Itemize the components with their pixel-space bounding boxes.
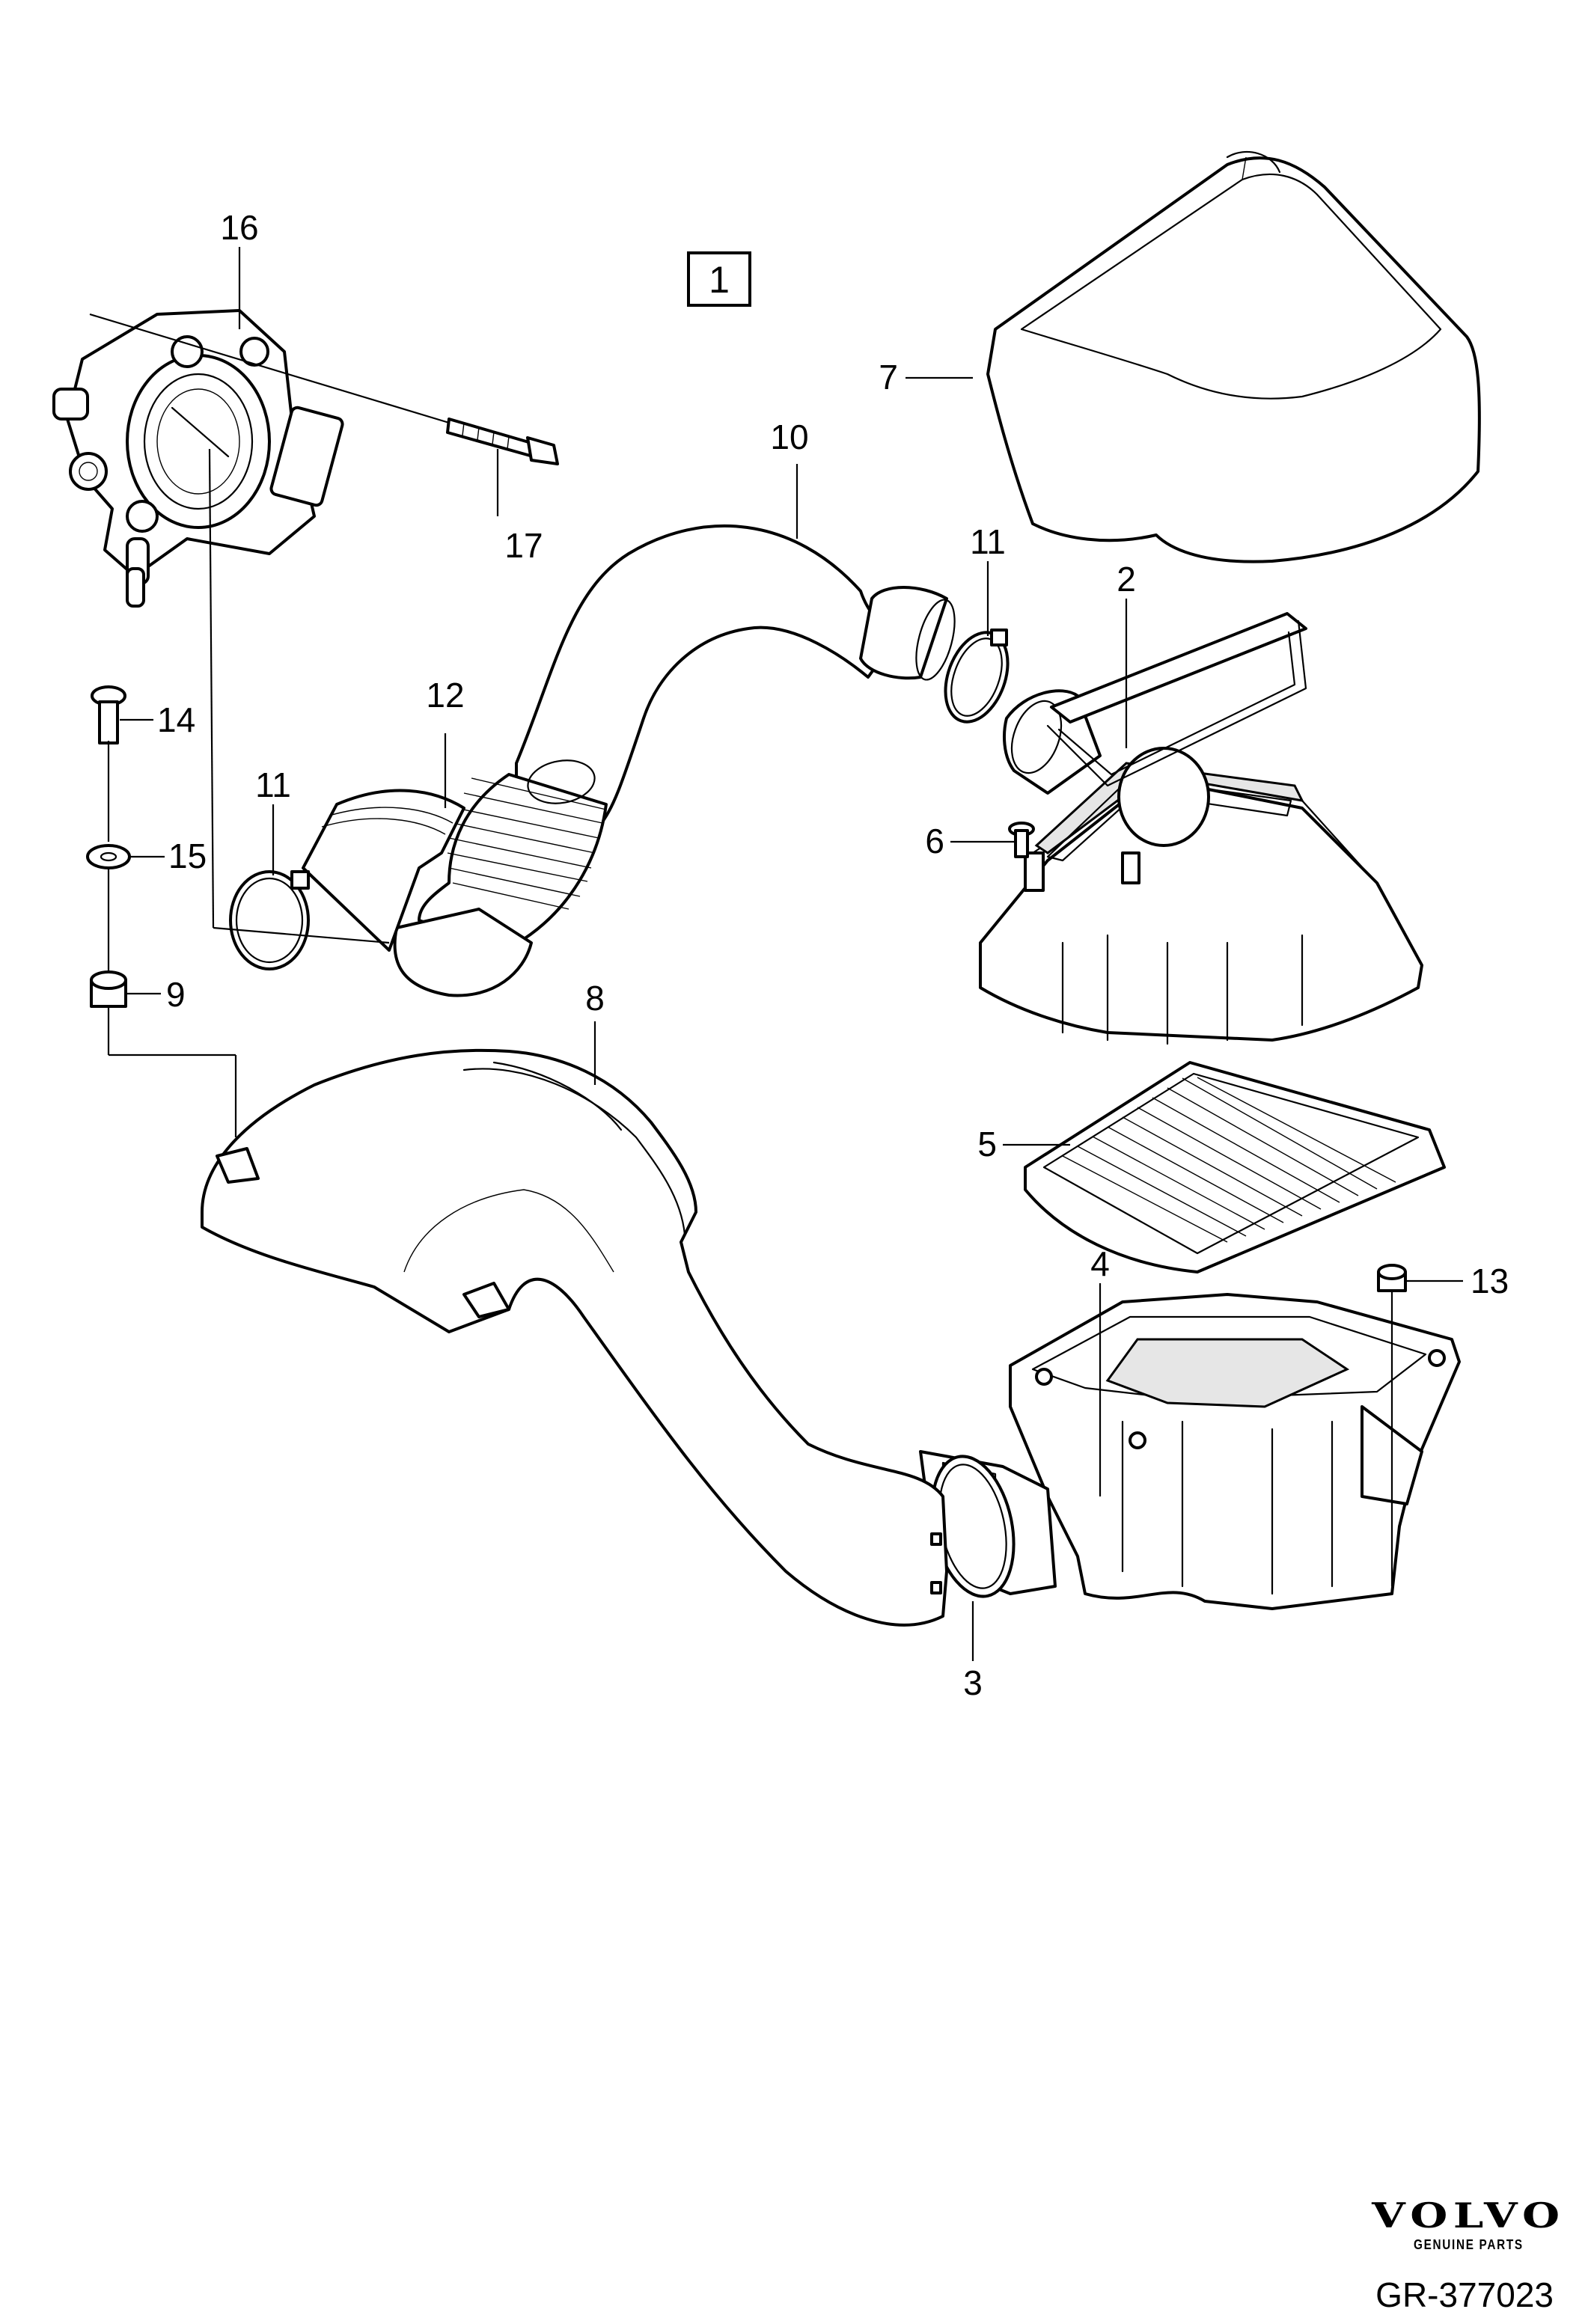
callout-2: 2 — [1117, 560, 1136, 599]
group-box: 1 — [687, 251, 751, 307]
air-cleaner-upper-housing-part — [979, 612, 1423, 1045]
callout-6: 6 — [925, 822, 944, 860]
washer-15-part — [86, 844, 131, 869]
callout-4: 4 — [1090, 1244, 1110, 1283]
air-cleaner-cover-part — [986, 150, 1481, 563]
bolt-14-part — [91, 685, 126, 744]
air-filter-element-part — [1024, 1061, 1446, 1273]
callout-10: 10 — [770, 418, 808, 456]
nut-9-part — [90, 970, 127, 1008]
callout-8: 8 — [585, 979, 605, 1018]
callout-12: 12 — [426, 676, 464, 715]
callout-labels: 16 17 10 11 12 11 14 15 9 8 7 2 6 5 4 13… — [157, 208, 1509, 1702]
callout-14: 14 — [157, 700, 195, 739]
callout-16: 16 — [220, 208, 258, 247]
nut-13-part — [1377, 1264, 1407, 1292]
callout-17: 17 — [504, 526, 543, 565]
brand-subtitle: GENUINE PARTS — [1414, 2237, 1524, 2252]
throttle-body-part — [52, 309, 344, 608]
callout-9: 9 — [166, 975, 186, 1014]
brand-name: VOLVO — [1372, 2195, 1566, 2236]
hose-clamp-right-part — [944, 629, 1010, 724]
callout-13: 13 — [1471, 1262, 1509, 1300]
intake-hose-part — [393, 524, 956, 997]
group-box-label: 1 — [709, 259, 730, 301]
leader-lines — [89, 247, 1463, 1661]
hose-bracket-part — [302, 789, 465, 952]
callout-15: 15 — [168, 837, 207, 875]
callout-11-left: 11 — [255, 765, 291, 804]
throttle-bolt-part — [446, 418, 559, 465]
hose-clamp-left-part — [229, 870, 310, 970]
brand-logo: VOLVO GENUINE PARTS — [1372, 2198, 1560, 2253]
callout-3: 3 — [963, 1663, 983, 1702]
screw-6-part — [1008, 822, 1035, 858]
callout-11-right: 11 — [970, 522, 1006, 561]
drawing-number: GR-377023 — [1375, 2275, 1554, 2314]
lower-intake-duct-part — [201, 1048, 948, 1627]
callout-7: 7 — [879, 358, 898, 397]
callout-5: 5 — [977, 1125, 997, 1163]
